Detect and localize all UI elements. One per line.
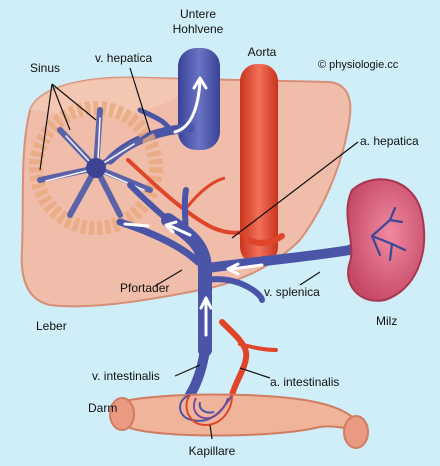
label-a-intestinalis: a. intestinalis: [270, 375, 339, 389]
label-a-hepatica: a. hepatica: [360, 134, 419, 148]
label-pfortader: Pfortader: [120, 281, 169, 295]
a-intestinalis-vessel: [219, 319, 250, 398]
spleen: [346, 178, 426, 302]
label-sinus: Sinus: [30, 61, 60, 75]
v-intestinalis-vessel: [185, 345, 210, 400]
sinus-lobule: [29, 101, 163, 235]
label-v-intestinalis: v. intestinalis: [92, 369, 160, 383]
v-hepatica-branch: [137, 107, 173, 133]
celiac-trunk: [243, 233, 285, 246]
aorta-vessel: [240, 64, 278, 264]
label-v-splenica: v. splenica: [264, 285, 320, 299]
v-splenica-vessel: [203, 231, 377, 273]
a-hepatica-branch: [183, 176, 226, 211]
a-intestinalis-branch: [238, 342, 278, 352]
label-darm: Darm: [88, 401, 117, 415]
spleen-vessels: [370, 206, 407, 262]
label-aorta: Aorta: [248, 45, 277, 59]
intestine: [114, 393, 367, 437]
label-milz: Milz: [376, 314, 397, 328]
label-vena-cava-line1: Untere: [180, 7, 216, 21]
kapillare-network: [179, 394, 233, 427]
intestine-end-left: [109, 397, 135, 431]
label-leber: Leber: [36, 319, 67, 333]
label-vena-cava-line2: Hohlvene: [173, 22, 224, 36]
label-v-hepatica: v. hepatica: [95, 51, 152, 65]
flow-arrows: [123, 76, 264, 337]
intestine-end-right: [343, 415, 369, 449]
label-kapillare: Kapillare: [189, 444, 236, 458]
leader-lines: [39, 67, 359, 440]
copyright-text: © physiologie.cc: [318, 59, 399, 71]
